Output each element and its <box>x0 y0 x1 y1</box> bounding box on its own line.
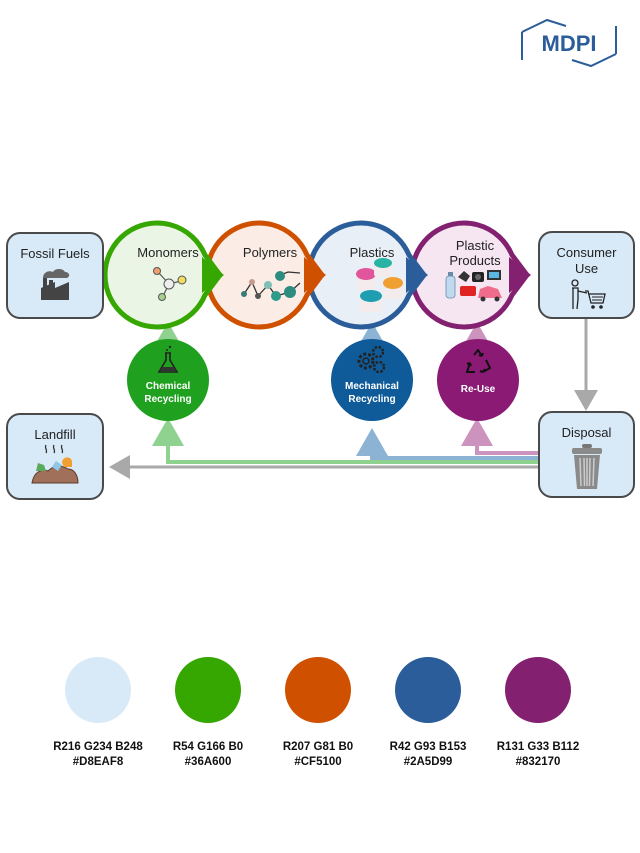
reuse-node: Re-Use <box>437 339 519 421</box>
consumer-label-line2: Use <box>574 261 599 276</box>
shopping-cart-icon <box>570 279 606 310</box>
fossil-fuels-label: Fossil Fuels <box>20 246 90 261</box>
swatch-blue <box>395 657 461 723</box>
arrow-disposal-to-reuse <box>461 418 538 455</box>
swatch-rgb: R207 G81 B0 <box>282 741 354 753</box>
products-icon <box>445 270 502 302</box>
recycle-icon <box>465 348 492 373</box>
swatch-label: R54 G166 B0 #36A600 <box>148 740 268 770</box>
chemical-label-line2: Recycling <box>144 394 192 405</box>
stage-label-plastic-products: Plastic Products <box>423 238 527 268</box>
swatch-rgb: R216 G234 B248 <box>53 741 143 753</box>
stage-label-line1: Plastic <box>455 238 495 253</box>
swatch-light-blue <box>65 657 131 723</box>
stage-label-plastics: Plastics <box>349 245 395 260</box>
fossil-fuels-box: Fossil Fuels <box>6 232 104 319</box>
factory-icon <box>41 269 70 300</box>
reuse-label: Re-Use <box>460 384 496 395</box>
landfill-box: Landfill <box>6 413 104 500</box>
swatch-rgb: R131 G33 B112 <box>496 741 580 753</box>
swatch-label: R216 G234 B248 #D8EAF8 <box>38 740 158 770</box>
stage-label-line2: Products <box>449 253 501 268</box>
landfill-label: Landfill <box>34 427 76 442</box>
stage-label-monomers: Monomers <box>137 245 199 260</box>
gears-icon <box>357 345 386 374</box>
swatch-purple <box>505 657 571 723</box>
logo-text: MDPI <box>542 31 597 56</box>
swatch-hex: #CF5100 <box>294 756 342 768</box>
chemical-recycling-node: Chemical Recycling <box>127 339 209 421</box>
stage-polymers <box>204 220 326 330</box>
swatch-label: R131 G33 B112 #832170 <box>478 740 598 770</box>
swatch-hex: #36A600 <box>184 756 232 768</box>
swatch-hex: #832170 <box>515 756 561 768</box>
landfill-icon <box>31 444 79 484</box>
swatch-rgb: R54 G166 B0 <box>172 741 244 753</box>
arrow-disposal-to-mechanical <box>356 428 538 460</box>
swatch-rgb: R42 G93 B153 <box>389 741 467 753</box>
consumer-label-line1: Consumer <box>556 245 617 260</box>
flask-icon <box>157 345 179 373</box>
swatch-label: R207 G81 B0 #CF5100 <box>258 740 378 770</box>
swatch-hex: #2A5D99 <box>403 756 453 768</box>
swatch-orange <box>285 657 351 723</box>
mechanical-label-line1: Mechanical <box>345 381 399 392</box>
swatch-label: R42 G93 B153 #2A5D99 <box>368 740 488 770</box>
swatch-green <box>175 657 241 723</box>
chemical-label-line1: Chemical <box>145 381 191 392</box>
stage-monomers <box>102 220 224 330</box>
molecule-icon <box>153 267 187 301</box>
swatch-hex: #D8EAF8 <box>72 756 124 768</box>
disposal-box: Disposal <box>538 411 635 498</box>
stage-label-polymers: Polymers <box>242 245 298 260</box>
disposal-label: Disposal <box>561 425 612 440</box>
trash-can-icon <box>571 444 602 489</box>
mechanical-label-line2: Recycling <box>348 394 396 405</box>
consumer-use-box: Consumer Use <box>538 231 635 319</box>
polymer-chain-icon <box>241 271 301 301</box>
arrow-disposal-to-chemical <box>152 418 538 464</box>
plastic-pellets-icon <box>356 258 403 312</box>
mechanical-recycling-node: Mechanical Recycling <box>331 339 413 421</box>
mdpi-logo: MDPI <box>519 18 619 68</box>
